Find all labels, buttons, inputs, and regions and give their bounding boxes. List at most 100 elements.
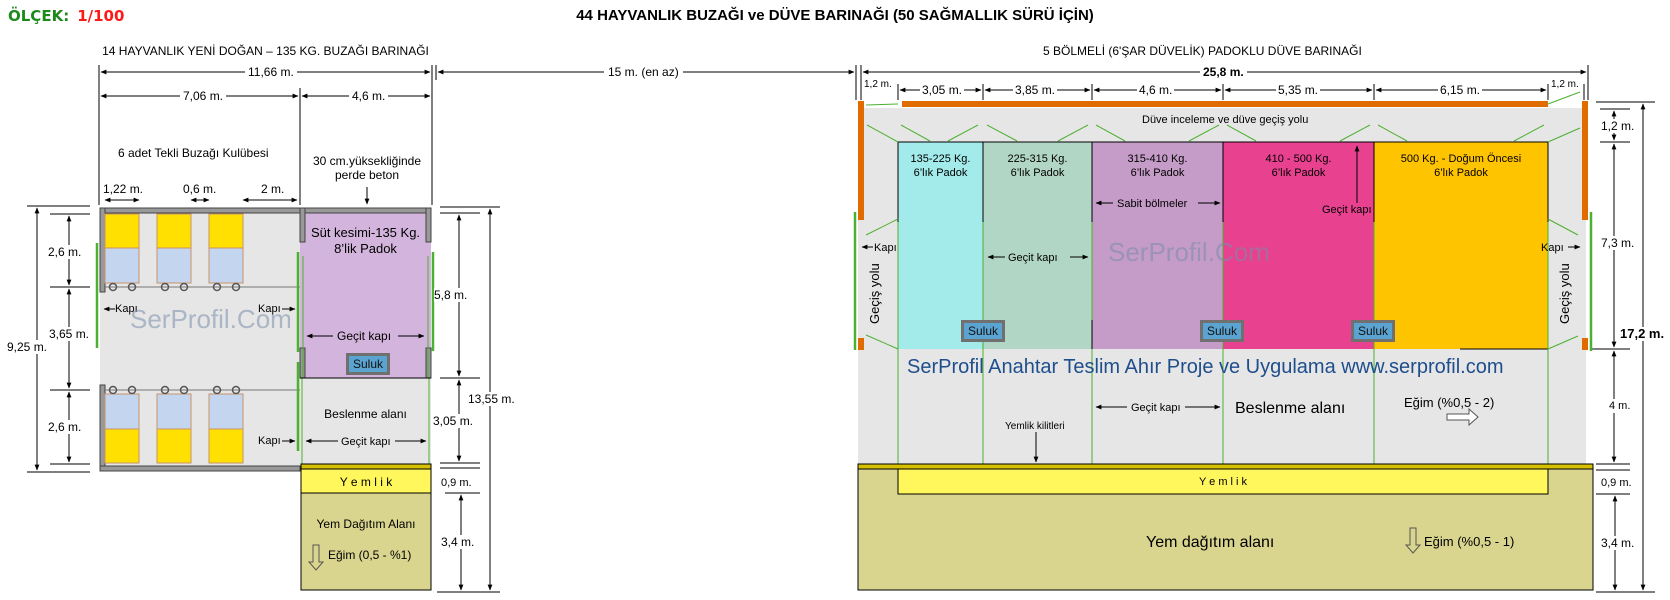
calf-wall-note: 30 cm.yüksekliğinde perde beton [312,154,422,182]
side-lane-left-label: Geçiş yolu [867,263,882,324]
calf-dim-hutch-width: 1,22 m. [103,182,144,196]
heifer-feed-area-label: Yem dağıtım alanı [1146,534,1275,551]
calf-hutch-label: 6 adet Tekli Buzağı Kulübesi [118,146,269,160]
heifer-dim-total-length: 17,2 m. [1620,326,1665,341]
heifer-doors [853,212,1593,351]
calf-doors [95,243,435,451]
heifer-yemlik-label: Y e m l i k [1198,476,1248,488]
padock-2-weight: 225-315 Kg. [1007,153,1068,165]
calf-dim-feeding-depth: 3,05 m. [433,414,474,428]
heifer-suluk-1: Suluk [961,320,1006,342]
padock-1 [898,142,983,349]
calf-door-left: Kapı [115,303,138,315]
padock-3-label: 6’lık Padok [1130,167,1185,179]
calf-padock [300,213,431,378]
heifer-barn-title: 5 BÖLMELİ (6'ŞAR DÜVELİK) PADOKLU DÜVE B… [1043,44,1362,58]
heifer-dim-left-margin: 1,2 m. [864,79,892,90]
gate-mid-label: Geçit kapı [1008,252,1058,264]
page-title: 44 HAYVANLIK BUZAĞI ve DÜVE BARINAĞI (50… [576,7,1094,24]
padock-4-label: 6’lık Padok [1271,167,1326,179]
feeding-slope-arrow [1446,407,1479,427]
heifer-walls [858,101,1588,350]
calf-dim-total-width: 11,66 m. [245,65,297,79]
calf-arrows [103,306,427,444]
heifer-dim-yemlik-depth: 0,9 m. [1601,477,1632,489]
hutch-rails [105,286,300,391]
padock-1-label: 6’lık Padok [913,167,968,179]
heifer-dim-feeding-depth: 4 m. [1609,399,1631,413]
feeding-slope-label: Eğim (%0,5 - 2) [1404,395,1495,410]
heifer-suluk-3: Suluk [1351,320,1396,342]
heifer-arrows [861,145,1581,463]
calf-dim-hutch-depth-bottom: 2,6 m. [48,420,82,434]
heifer-suluk-2: Suluk [1200,320,1245,342]
hutch-buckets [108,282,241,395]
scale-text: ÖLÇEK: [8,7,70,25]
heifer-door-left: Kapı [874,242,897,254]
calf-dim-padock-section: 4,6 m. [349,89,389,103]
calf-padock-label: Süt kesimi-135 Kg. 8’lik Padok [310,225,421,256]
heifer-feeding-label: Beslenme alanı [1235,400,1346,417]
padock-1-weight: 135-225 Kg. [910,153,971,165]
heifer-dim-width-5: 6,15 m. [1438,83,1483,97]
hutches [104,213,244,464]
calf-dim-padock-depth: 5,8 m. [434,288,468,302]
gate-feeding-label: Geçit kapı [1131,402,1181,414]
feed-slope-label: Eğim (%0,5 - 1) [1424,534,1515,549]
scale-label: ÖLÇEK: 1/100 [8,7,125,25]
calf-barn-title: 14 HAYVANLIK YENİ DOĞAN – 135 KG. BUZAĞI… [102,44,429,58]
heifer-dim-width-3: 4,6 m. [1137,83,1175,97]
calf-dim-total-depth: 9,25 m. [7,340,48,354]
padock-2-label: 6’lık Padok [1010,167,1065,179]
calf-feeding-area [300,378,431,464]
calf-door-right-top: Kapı [258,303,281,315]
calf-slope-arrow [307,544,325,571]
heifer-dim-width-4: 5,35 m. [1276,83,1321,97]
heifer-dim-width-1: 3,05 m. [920,83,965,97]
heifer-watermark: SerProfil.Com [1108,237,1270,267]
inspection-lane-label: Düve inceleme ve düve geçiş yolu [1142,114,1309,126]
heifer-dim-width-2: 3,85 m. [1013,83,1058,97]
calf-dim-aisle: 2 m. [261,182,285,196]
padock-4 [1223,142,1374,349]
heifer-dim-right-margin: 1,2 m. [1551,79,1579,90]
padock-5-weight: 500 Kg. - Doğum Öncesi [1400,153,1522,165]
calf-dim-middle-aisle: 3,65 m. [49,327,90,341]
feed-slope-arrow [1404,527,1422,554]
padock-4-weight: 410 - 500 Kg. [1265,153,1332,165]
calf-feeding-gate: Geçit kapı [341,436,391,448]
calf-dim-yemlik-depth: 0,9 m. [441,477,472,489]
calf-dim-hutch-depth-top: 2,6 m. [48,245,82,259]
calf-slope-label: Eğim (0,5 - %1) [328,548,412,562]
gate-top-label: Geçit kapı [1322,204,1372,216]
promo-banner: SerProfil Anahtar Teslim Ahır Proje ve U… [907,356,1504,378]
calf-yemlik: Y e m l i k [339,475,393,489]
heifer-dim-feed-area-depth: 3,4 m. [1601,536,1635,550]
spacing-dim: 15 m. (en az) [604,65,683,79]
calf-feeding-label: Beslenme alanı [324,407,407,421]
fixed-partitions-label: Sabit bölmeler [1117,198,1188,210]
calf-feed-area [300,492,432,591]
calf-dim-hutch-gap: 0,6 m. [183,182,217,196]
heifer-dim-padock-depth: 7,3 m. [1601,236,1635,250]
calf-yemlik [300,468,432,494]
padock-5 [1374,142,1548,349]
calf-feed-area-label: Yem Dağıtım Alanı [316,517,416,531]
heifer-dim-total-width: 25,8 m. [1200,65,1247,79]
padock-3 [1092,142,1223,349]
heifer-door-right: Kapı [1541,242,1564,254]
padock-5-label: 6’lık Padok [1434,167,1488,179]
calf-padock-gate: Geçit kapı [337,329,392,343]
scale-value: 1/100 [77,7,125,25]
padock-2 [983,142,1092,349]
headlocks-label: Yemlik kilitleri [1005,421,1065,432]
calf-dim-total-length: 13,55 m. [468,392,515,406]
calf-dim-feed-area-depth: 3,4 m. [441,535,475,549]
side-lane-right-label: Geçiş yolu [1557,263,1572,324]
calf-door-right-bottom: Kapı [258,435,281,447]
calf-watermark: SerProfil.Com [130,304,292,334]
calf-dim-hutch-section: 7,06 m. [180,89,227,103]
heifer-gates [865,91,1581,464]
heifer-dim-lane-depth: 1,2 m. [1601,119,1635,133]
